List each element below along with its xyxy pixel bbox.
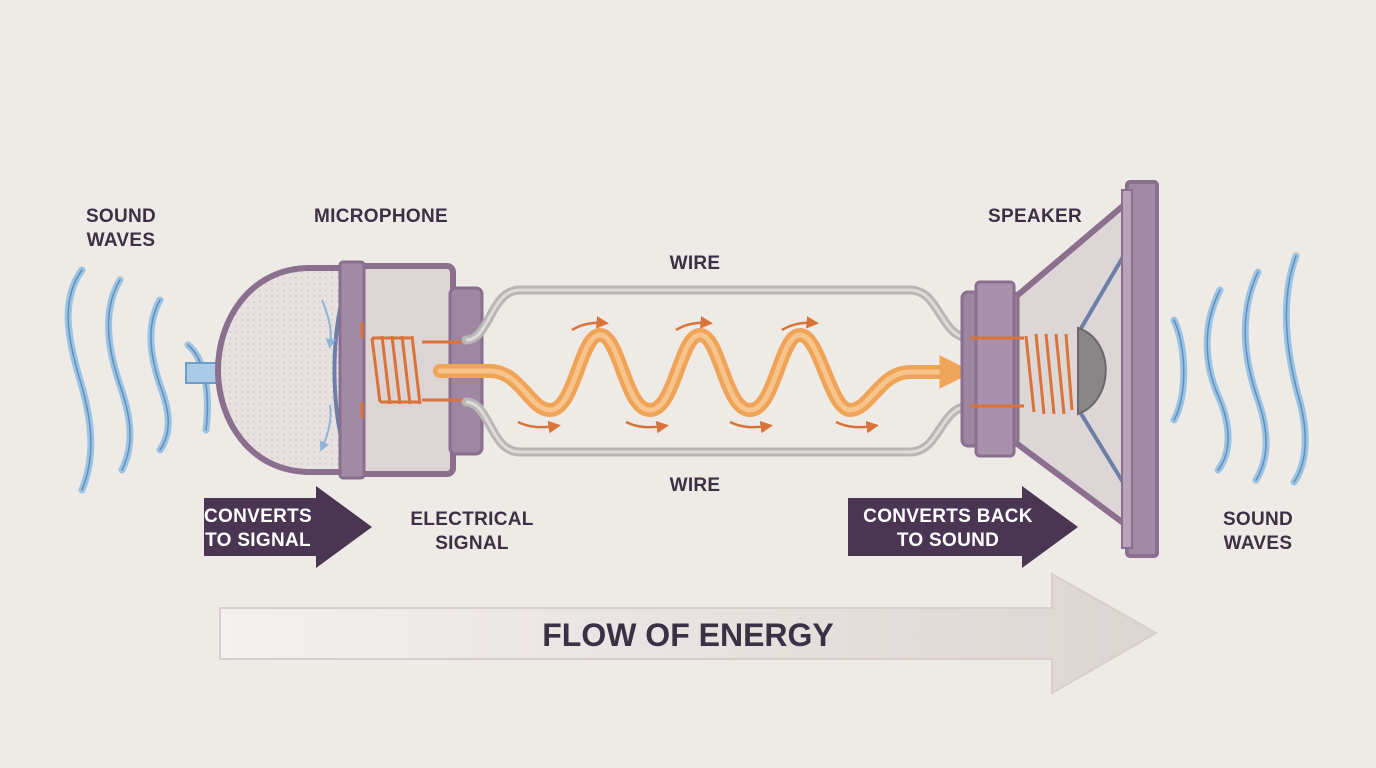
sound-waves-left bbox=[64, 266, 211, 494]
wire-top-label: WIRE bbox=[670, 253, 721, 274]
converts-to-signal-line1: CONVERTS bbox=[204, 506, 312, 527]
converts-back-line2: TO SOUND bbox=[897, 530, 999, 551]
flow-of-energy-label: FLOW OF ENERGY bbox=[542, 617, 834, 653]
speaker-body bbox=[960, 180, 1159, 558]
electrical-signal-wave bbox=[433, 327, 974, 418]
wire-bottom-core bbox=[465, 400, 971, 454]
sound-waves-left-line1: SOUND bbox=[86, 206, 156, 227]
converts-back-line1: CONVERTS BACK bbox=[863, 506, 1033, 527]
wire-top-core bbox=[465, 288, 971, 342]
sound-waves-right-line1: SOUND bbox=[1223, 509, 1293, 530]
wire-top bbox=[461, 285, 975, 345]
electrical-signal-line1: ELECTRICAL bbox=[410, 509, 533, 530]
converts-back-banner bbox=[848, 486, 1078, 568]
microphone-label: MICROPHONE bbox=[314, 206, 448, 227]
current-direction-arrows bbox=[517, 316, 879, 434]
microphone-body bbox=[214, 260, 484, 480]
sound-waves-left-line2: WAVES bbox=[87, 230, 156, 251]
wire-bottom-label: WIRE bbox=[670, 475, 721, 496]
electrical-signal-line2: SIGNAL bbox=[435, 533, 509, 554]
converts-to-signal-line2: TO SIGNAL bbox=[205, 530, 311, 551]
sound-waves-right-line2: WAVES bbox=[1224, 533, 1293, 554]
converts-to-signal-banner bbox=[204, 486, 372, 568]
flow-of-energy-arrow bbox=[219, 572, 1159, 695]
sound-waves-right bbox=[1170, 252, 1309, 486]
speaker-label: SPEAKER bbox=[988, 206, 1082, 227]
